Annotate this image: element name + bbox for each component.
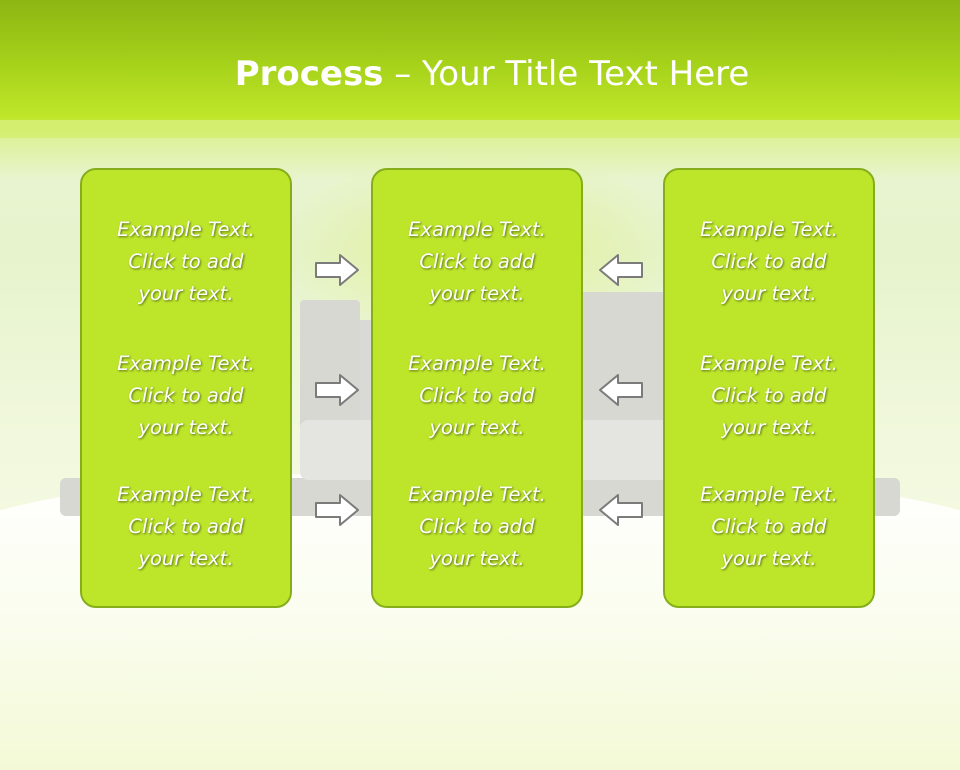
text-line: Example Text. xyxy=(700,352,838,375)
text-placeholder[interactable]: Example Text. Click to add your text. xyxy=(82,348,290,444)
text-line: Example Text. xyxy=(408,218,546,241)
text-line: Example Text. xyxy=(700,483,838,506)
text-line: Example Text. xyxy=(700,218,838,241)
text-placeholder[interactable]: Example Text. Click to add your text. xyxy=(665,479,873,575)
text-line: Click to add xyxy=(711,250,827,273)
text-placeholder[interactable]: Example Text. Click to add your text. xyxy=(82,479,290,575)
text-line: your text. xyxy=(138,416,234,439)
text-line: Click to add xyxy=(128,384,244,407)
text-line: your text. xyxy=(429,547,525,570)
text-placeholder[interactable]: Example Text. Click to add your text. xyxy=(82,214,290,310)
text-line: your text. xyxy=(721,282,817,305)
arrow-left-icon xyxy=(599,374,643,406)
text-line: your text. xyxy=(721,547,817,570)
text-line: Example Text. xyxy=(117,352,255,375)
text-line: Click to add xyxy=(711,384,827,407)
text-line: Click to add xyxy=(128,515,244,538)
process-box-right[interactable]: Example Text. Click to add your text. Ex… xyxy=(663,168,875,608)
text-line: Example Text. xyxy=(408,483,546,506)
title-bold: Process xyxy=(234,54,384,94)
text-line: your text. xyxy=(138,282,234,305)
text-line: Click to add xyxy=(419,384,535,407)
text-line: Click to add xyxy=(128,250,244,273)
text-placeholder[interactable]: Example Text. Click to add your text. xyxy=(665,214,873,310)
title-banner xyxy=(0,0,960,138)
text-line: your text. xyxy=(721,416,817,439)
arrow-left-icon xyxy=(599,254,643,286)
text-line: your text. xyxy=(429,282,525,305)
process-box-center[interactable]: Example Text. Click to add your text. Ex… xyxy=(371,168,583,608)
text-line: Click to add xyxy=(419,515,535,538)
arrow-right-icon xyxy=(315,254,359,286)
arrow-right-icon xyxy=(315,374,359,406)
text-placeholder[interactable]: Example Text. Click to add your text. xyxy=(665,348,873,444)
title-rest: – Your Title Text Here xyxy=(383,54,750,94)
text-line: Example Text. xyxy=(408,352,546,375)
text-line: your text. xyxy=(138,547,234,570)
text-placeholder[interactable]: Example Text. Click to add your text. xyxy=(373,479,581,575)
arrow-right-icon xyxy=(315,494,359,526)
text-placeholder[interactable]: Example Text. Click to add your text. xyxy=(373,214,581,310)
text-placeholder[interactable]: Example Text. Click to add your text. xyxy=(373,348,581,444)
text-line: Example Text. xyxy=(117,483,255,506)
text-line: Example Text. xyxy=(117,218,255,241)
page-title[interactable]: Process – Your Title Text Here xyxy=(0,52,960,96)
text-line: your text. xyxy=(429,416,525,439)
text-line: Click to add xyxy=(711,515,827,538)
process-box-left[interactable]: Example Text. Click to add your text. Ex… xyxy=(80,168,292,608)
arrow-left-icon xyxy=(599,494,643,526)
text-line: Click to add xyxy=(419,250,535,273)
